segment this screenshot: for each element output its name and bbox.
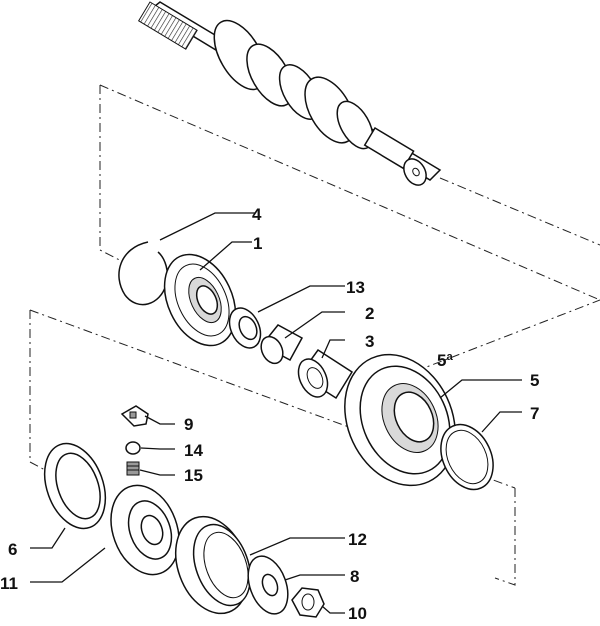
needle-bearing-3 — [297, 348, 354, 400]
callout-12: 12 — [348, 530, 367, 549]
callout-1: 1 — [253, 234, 262, 253]
snap-ring-4 — [118, 241, 169, 306]
detent-key-9 — [120, 405, 149, 427]
spacer-ring-13 — [228, 307, 262, 349]
callout-14: 14 — [184, 441, 203, 460]
callout-3: 3 — [365, 332, 374, 351]
circlip-7 — [440, 423, 494, 491]
callout-15: 15 — [184, 466, 203, 485]
callout-9: 9 — [184, 415, 193, 434]
main-shaft — [137, 1, 442, 186]
callout-6: 6 — [8, 540, 17, 559]
gear-5 — [344, 353, 456, 487]
detent-spring-15 — [126, 461, 140, 476]
detent-ball-14 — [125, 441, 141, 455]
leader-lines — [30, 212, 522, 614]
callout-8: 8 — [350, 567, 359, 586]
washer-8 — [247, 555, 289, 615]
synchronizer-hub-11 — [110, 484, 180, 576]
callout-labels: 4 1 13 2 3 5ª 5 7 9 14 15 6 11 12 8 10 — [0, 205, 539, 623]
callout-10: 10 — [348, 604, 367, 623]
callout-4: 4 — [252, 205, 262, 224]
synchronizer-ring-6 — [43, 442, 107, 530]
callout-11: 11 — [0, 574, 18, 593]
callout-5a: 5ª — [437, 351, 453, 370]
shaft-gear-cluster-1 — [213, 19, 374, 150]
nut-10 — [291, 587, 325, 618]
callout-2: 2 — [365, 304, 374, 323]
sliding-sleeve-12 — [175, 515, 252, 615]
callout-13: 13 — [346, 278, 365, 297]
callout-7: 7 — [530, 404, 539, 423]
callout-5: 5 — [530, 371, 539, 390]
bearing-1 — [163, 253, 237, 347]
